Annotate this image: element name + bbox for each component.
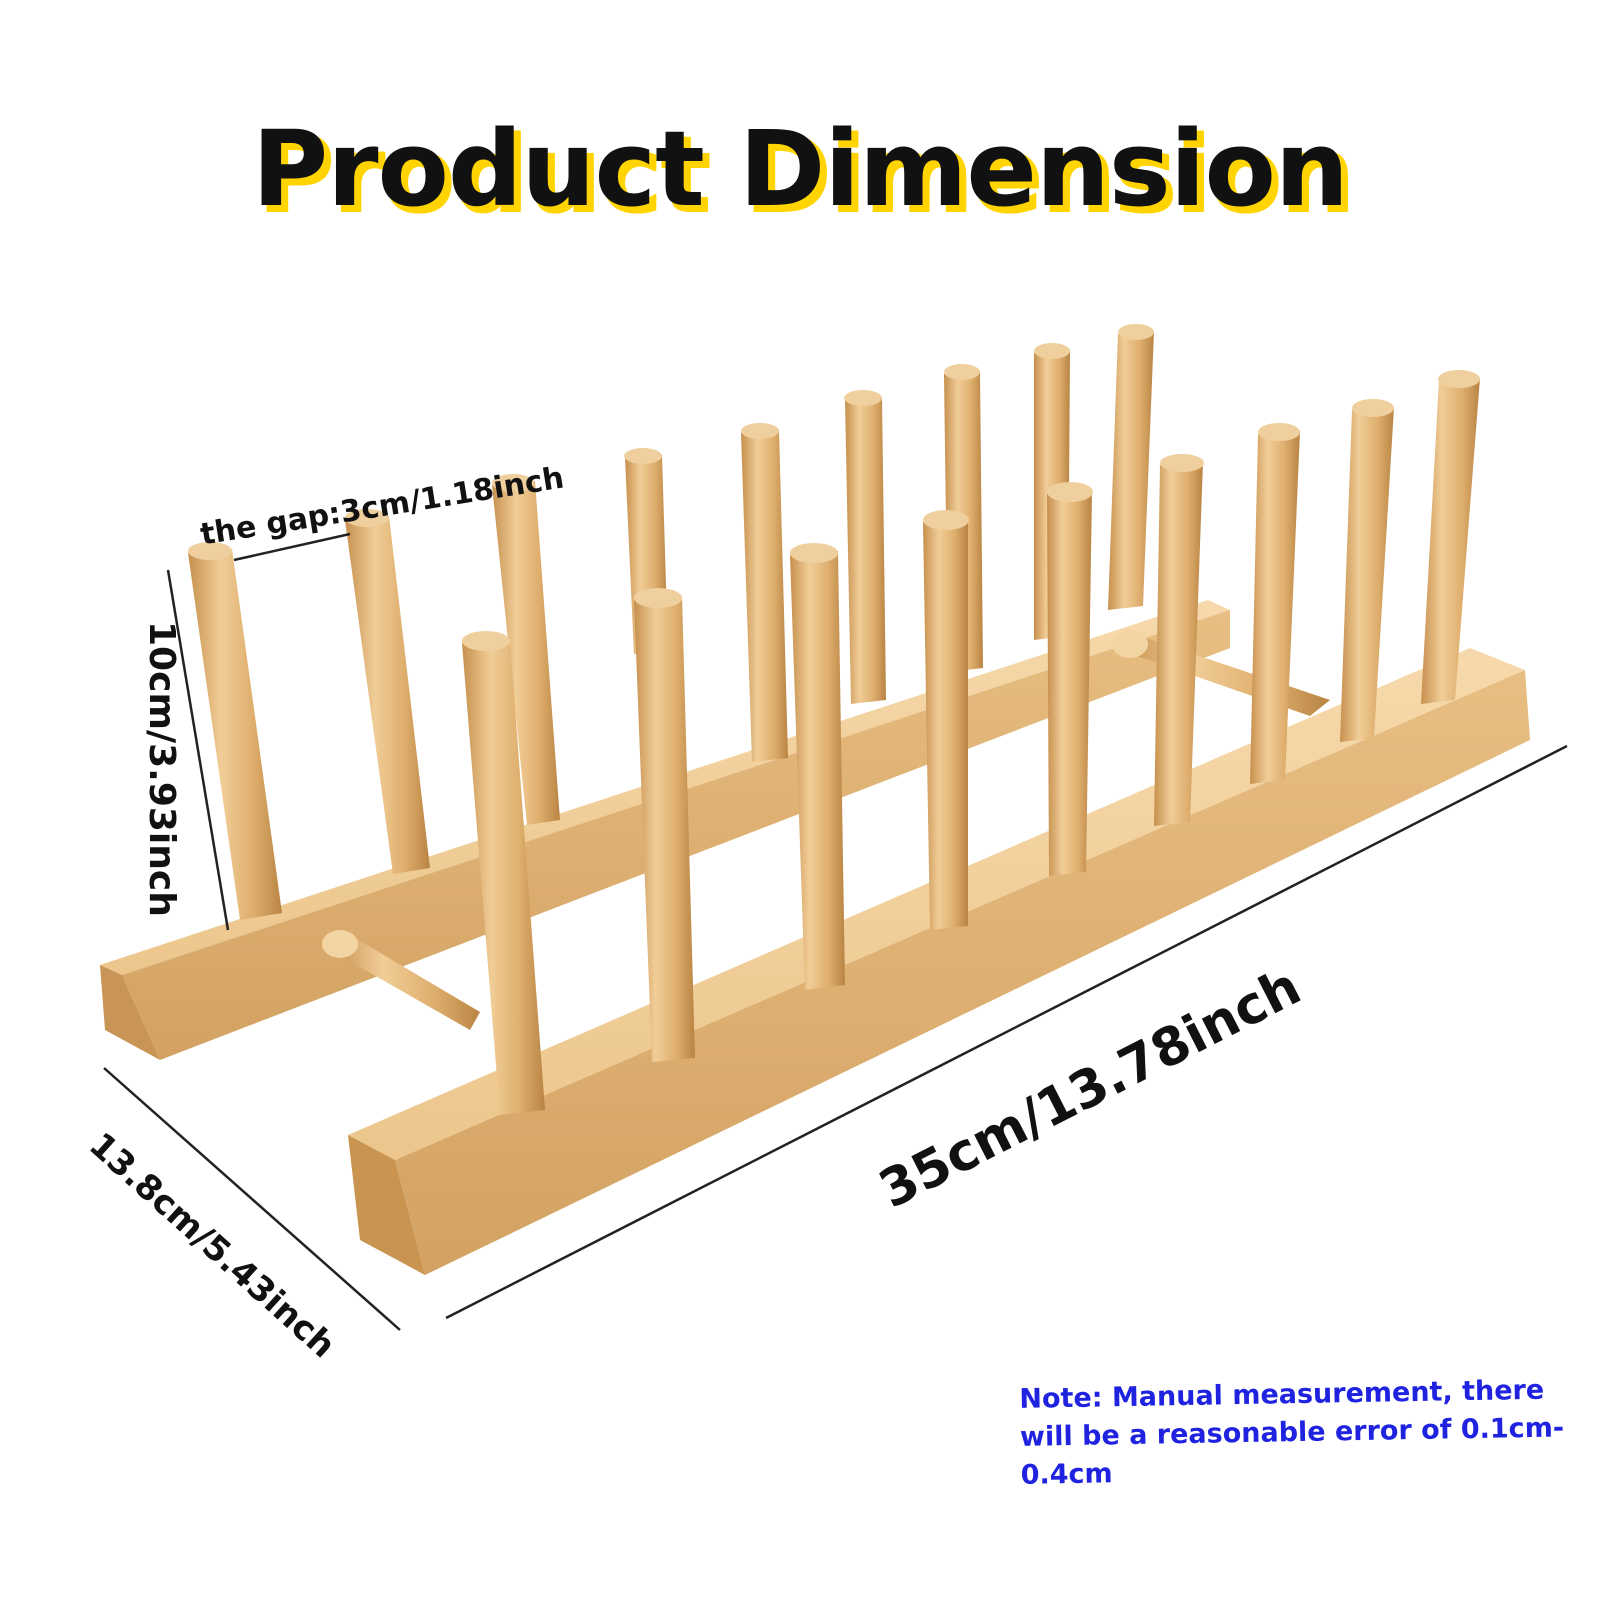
peg [462,631,545,1115]
front-pegs [462,370,1480,1115]
peg [188,542,282,920]
height-dimension-label: 10cm/3.93inch [141,621,182,917]
peg [790,543,845,990]
peg [844,390,886,704]
dimension-lines [103,532,1568,1331]
peg [1047,482,1093,876]
peg [1250,423,1300,784]
peg [634,588,695,1062]
measurement-note: Note: Manual measurement, there will be … [1019,1374,1565,1491]
peg [1421,370,1480,704]
depth-dimension-line [103,1067,401,1331]
peg [923,510,969,930]
peg [741,423,788,762]
peg [345,509,430,874]
peg [492,474,560,825]
height-dimension-line [166,569,230,931]
peg [1154,454,1204,826]
gap-dimension-line [233,532,351,562]
page-title: Product Dimension [252,108,1349,230]
length-dimension-line [445,744,1568,1320]
peg [1108,324,1154,610]
peg [1340,399,1394,742]
